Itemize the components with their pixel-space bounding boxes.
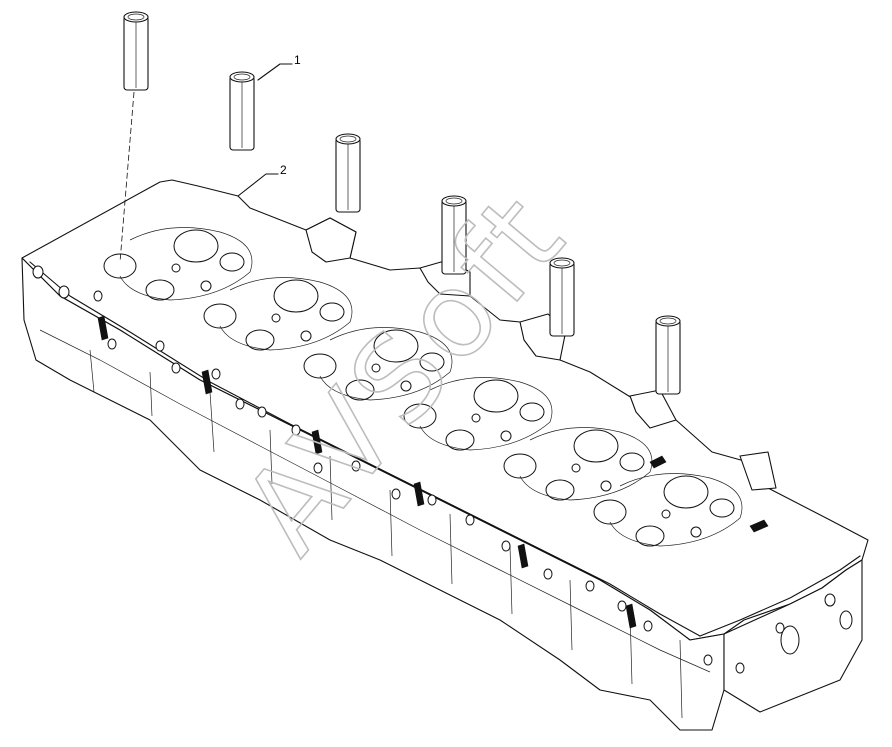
cylinder-clusters — [103, 227, 769, 547]
tube-3 — [335, 133, 361, 213]
callout-1-label: 1 — [294, 53, 301, 67]
tube-2 — [229, 71, 255, 151]
callout-2-label: 2 — [280, 163, 287, 177]
callout-2: 2 — [237, 163, 287, 197]
callout-1: 1 — [257, 53, 301, 81]
side-ribs — [39, 329, 711, 719]
tube-4 — [441, 195, 467, 275]
assembly-axis-line — [119, 91, 135, 263]
tube-1 — [123, 11, 149, 91]
tube-set — [119, 11, 681, 395]
cylinder-head — [21, 179, 869, 731]
side-holes — [32, 265, 853, 674]
tube-6 — [655, 315, 681, 395]
tube-5 — [549, 257, 575, 337]
